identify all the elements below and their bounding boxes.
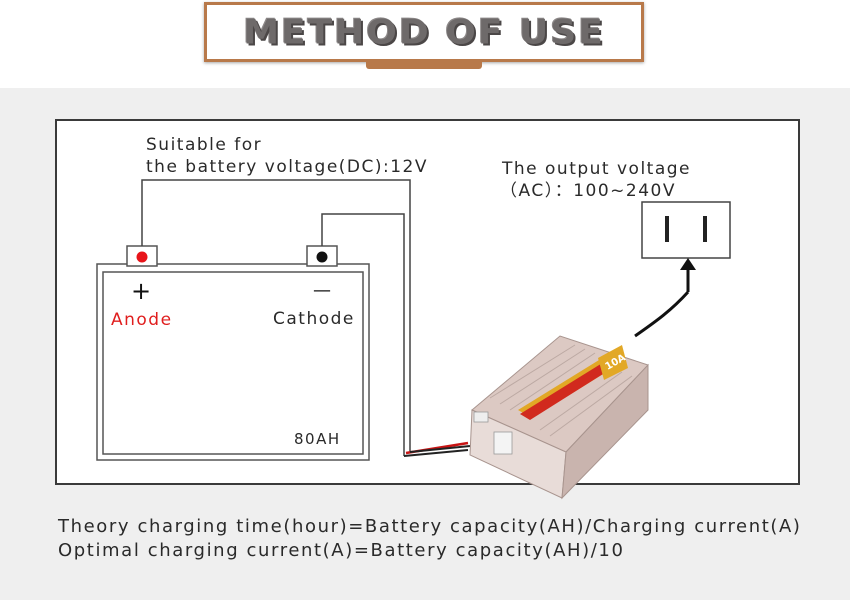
- output-voltage-label-line2: （AC）：100~240V: [500, 181, 676, 201]
- charger-device: [469, 335, 649, 500]
- battery-wires: [141, 179, 471, 457]
- formula-charging-time: Theory charging time(hour)=Battery capac…: [58, 516, 802, 537]
- ac-outlet: [641, 201, 731, 259]
- positive-terminal-dot: [136, 251, 148, 263]
- plus-sign: +: [131, 277, 153, 305]
- battery-voltage-label-line2: the battery voltage(DC):12V: [146, 157, 428, 177]
- cathode-label: Cathode: [273, 309, 355, 329]
- anode-label: Anode: [111, 310, 173, 330]
- negative-terminal-dot: [316, 251, 328, 263]
- page-title: METHOD OF USE: [243, 12, 605, 52]
- formula-optimal-current: Optimal charging current(A)=Battery capa…: [58, 540, 625, 561]
- output-voltage-label-line1: The output voltage: [502, 159, 692, 179]
- battery-capacity-label: 80AH: [294, 430, 341, 448]
- title-banner: METHOD OF USE: [204, 2, 644, 62]
- power-cord: [634, 258, 696, 338]
- minus-sign: —: [313, 280, 331, 301]
- battery: [96, 245, 370, 461]
- title-underline-tab: [366, 62, 482, 69]
- battery-voltage-label-line1: Suitable for: [146, 135, 263, 155]
- diagram-panel: [55, 119, 800, 485]
